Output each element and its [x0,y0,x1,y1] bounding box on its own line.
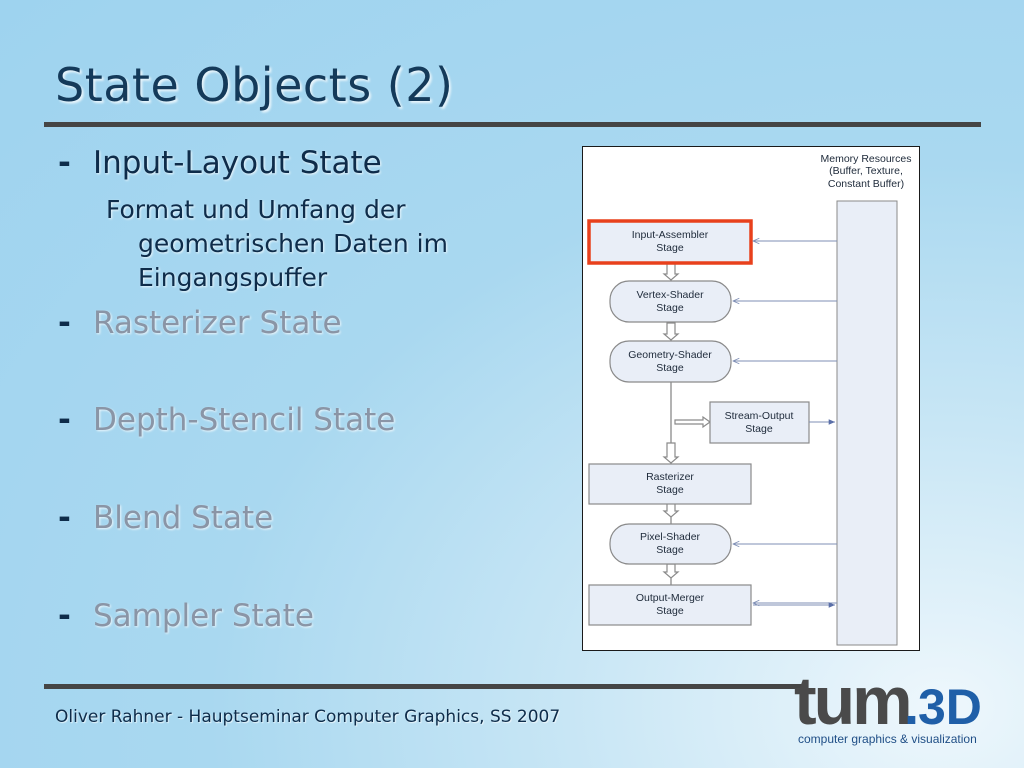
bullet-depth-stencil-state: - Depth-Stencil State [58,402,395,438]
input-assembler-label: Input-Assembler [632,229,709,241]
bullet-marker: - [58,145,71,181]
tum3d-logo: tum . 3D [794,664,982,739]
footer-text: Oliver Rahner - Hauptseminar Computer Gr… [55,707,561,727]
geometry-shader-label: Geometry-Shader [628,349,712,361]
pipeline-diagram-svg: Memory Resources (Buffer, Texture, Const… [587,153,912,646]
logo-tum: tum [794,664,910,739]
bullet-input-layout-state: - Input-Layout State [58,145,382,181]
vertex-shader-stage [609,280,732,323]
memory-connections [733,241,837,608]
geometry-shader-stage [609,340,732,383]
memory-resources-label-1: Memory Resources [820,153,911,165]
memory-resources-label-3: Constant Buffer) [828,178,904,190]
pipeline-diagram: Memory Resources (Buffer, Texture, Const… [582,146,920,651]
title-divider [44,122,981,127]
bullet-blend-state: - Blend State [58,500,273,536]
bullet-marker: - [58,500,71,536]
rasterizer-sublabel: Stage [656,484,684,496]
bullet-marker: - [58,598,71,634]
pixel-shader-label: Pixel-Shader [640,531,701,543]
input-assembler-sublabel: Stage [656,242,684,254]
stream-output-label: Stream-Output [725,410,794,422]
geometry-shader-sublabel: Stage [656,362,684,374]
vertex-shader-sublabel: Stage [656,302,684,314]
memory-resources-column [836,200,898,646]
bullet-text: Depth-Stencil State [93,402,396,438]
slide-title: State Objects (2) [55,58,454,112]
vertex-shader-label: Vertex-Shader [636,289,704,301]
bullet-subtext: Format und Umfang der geometrischen Date… [106,195,448,292]
pixel-shader-stage [609,523,732,565]
bullet-rasterizer-state: - Rasterizer State [58,305,342,341]
bullet-text: Rasterizer State [93,305,342,341]
rasterizer-stage [588,463,752,505]
output-merger-sublabel: Stage [656,605,684,617]
bullet-marker: - [58,402,71,438]
bullet-sampler-state: - Sampler State [58,598,314,634]
rasterizer-label: Rasterizer [646,471,694,483]
footer-divider [44,684,804,689]
output-merger-label: Output-Merger [636,592,705,604]
input-assembler-stage [587,219,753,265]
stream-output-stage [709,401,810,444]
bullet-text: Input-Layout State [93,145,382,181]
pixel-shader-sublabel: Stage [656,544,684,556]
bullet-marker: - [58,305,71,341]
flow-arrows [662,262,712,579]
stream-output-sublabel: Stage [745,423,773,435]
output-merger-stage [588,584,752,626]
bullet-text: Blend State [93,500,274,536]
bullet-text: Sampler State [93,598,314,634]
logo-dot: . [904,676,919,736]
logo-3d: 3D [918,679,982,735]
memory-resources-label-2: (Buffer, Texture, [829,165,903,177]
logo-tagline: computer graphics & visualization [798,732,977,746]
